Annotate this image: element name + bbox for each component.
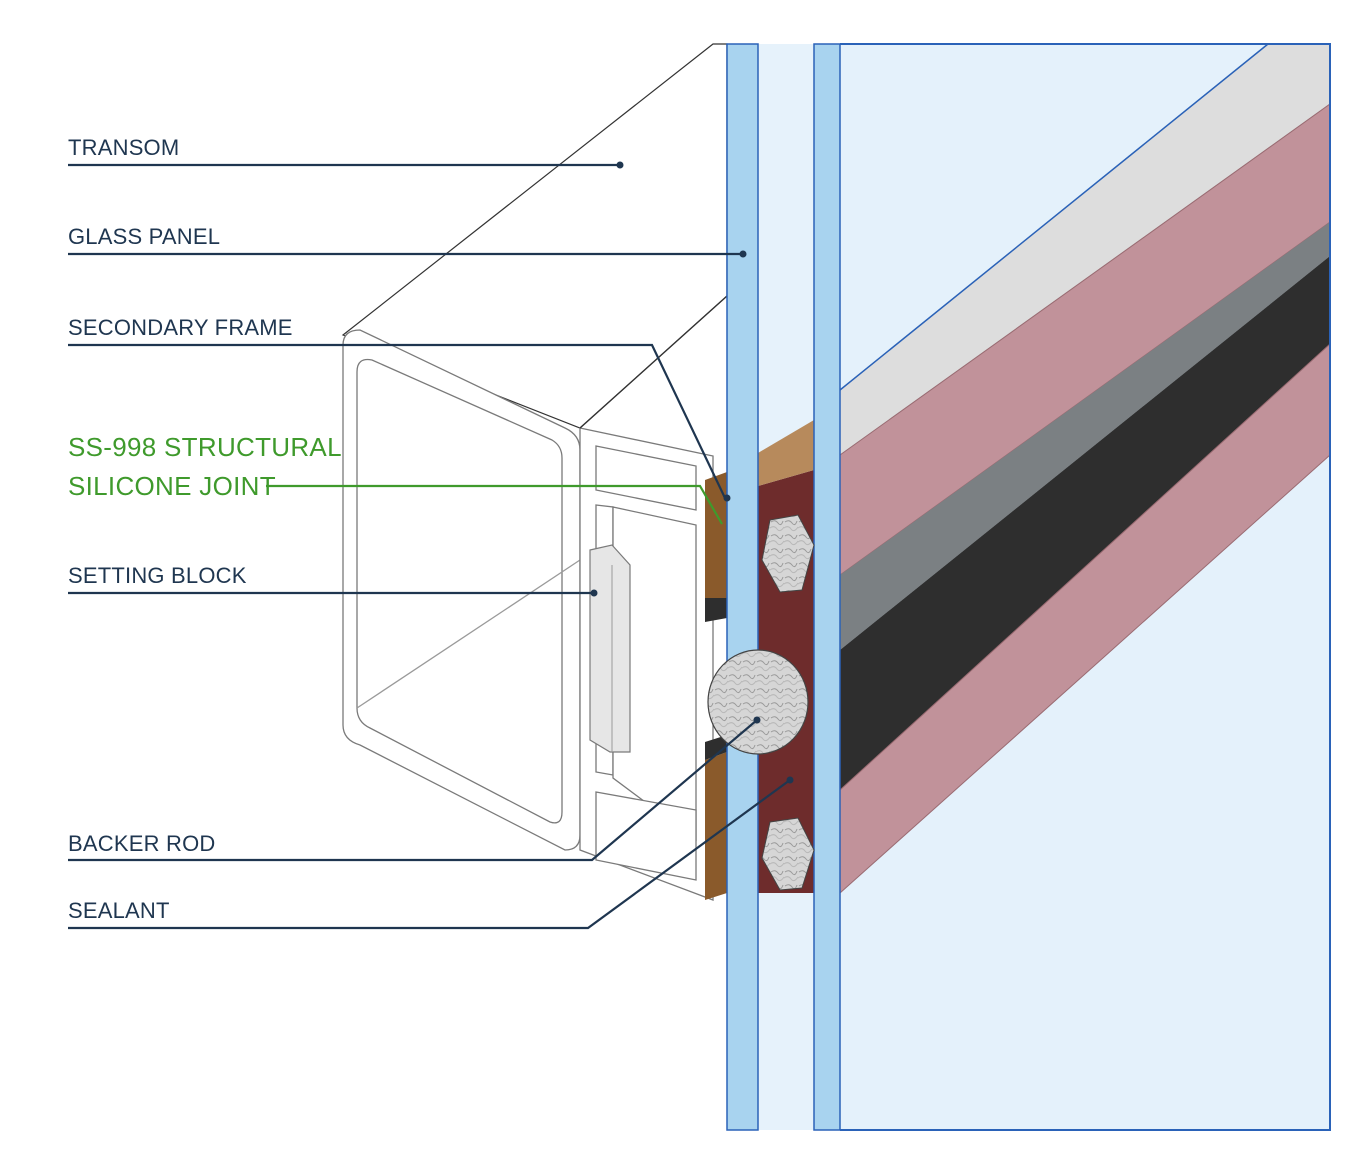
glazing-wedges	[761, 514, 815, 891]
label-structural-joint-line2: SILICONE JOINT	[68, 471, 276, 501]
tan-spacer-tape	[758, 420, 814, 486]
label-transom: TRANSOM	[68, 135, 179, 160]
leader-dots	[590, 161, 794, 784]
label-sealant: SEALANT	[68, 898, 170, 923]
leader-lines	[68, 163, 791, 930]
glass-pane-edges	[726, 43, 841, 1131]
label-setting-block: SETTING BLOCK	[68, 563, 247, 588]
label-backer-rod: BACKER ROD	[68, 831, 215, 856]
leader-line-structural-joint	[266, 484, 723, 525]
glass-outline	[840, 43, 1331, 1131]
backer-rod	[707, 649, 809, 755]
label-structural-joint-line1: SS-998 STRUCTURAL	[68, 432, 342, 462]
label-glass-panel: GLASS PANEL	[68, 224, 220, 249]
label-secondary-frame: SECONDARY FRAME	[68, 315, 293, 340]
setting-block	[589, 544, 631, 753]
black-gasket	[800, 256, 1330, 790]
transom-frame	[341, 43, 728, 901]
gasket-strip	[840, 222, 1330, 650]
insulated-glazing-layers	[758, 43, 1331, 895]
